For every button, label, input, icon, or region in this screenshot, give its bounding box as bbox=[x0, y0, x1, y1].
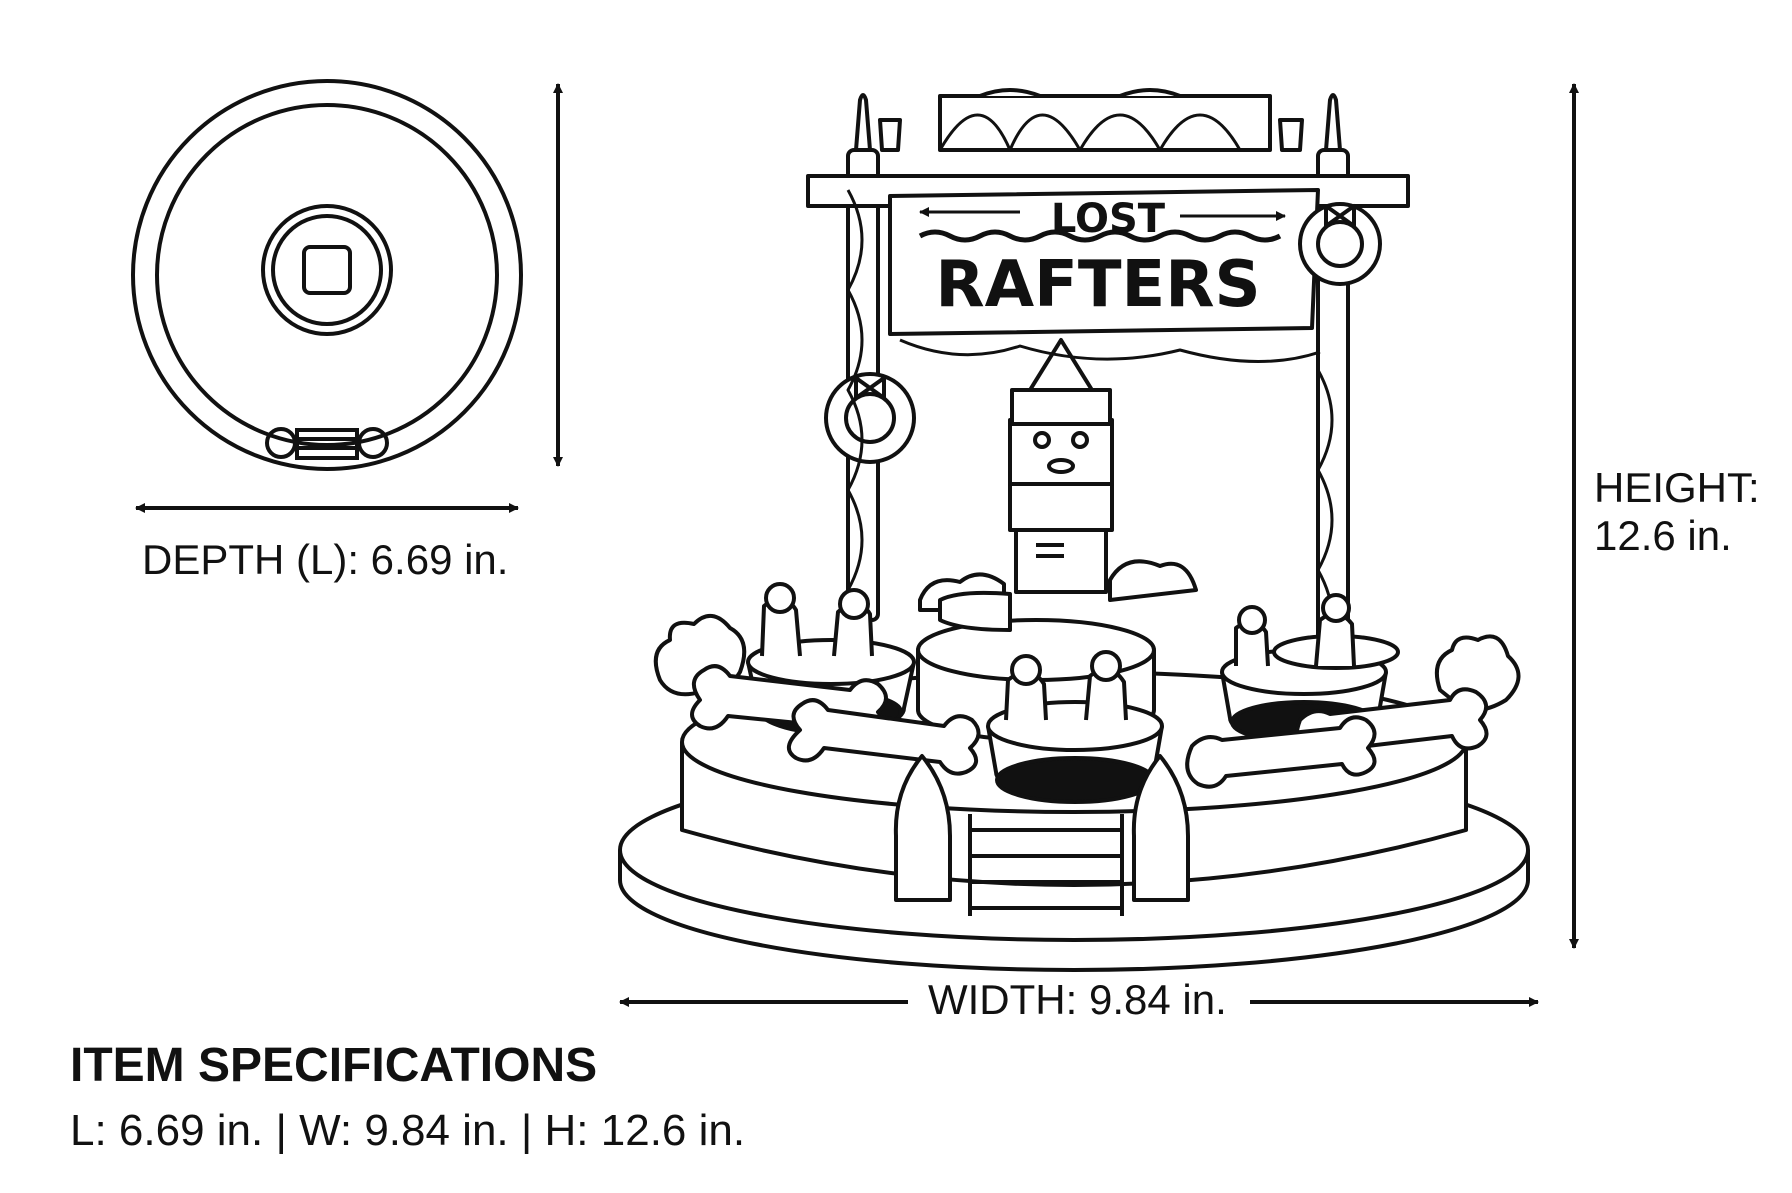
height-label: HEIGHT: 12.6 in. bbox=[1594, 464, 1760, 561]
entry-ladder bbox=[968, 814, 1124, 916]
depth-label: DEPTH (L): 6.69 in. bbox=[142, 536, 509, 583]
raft-tub-center bbox=[986, 650, 1164, 804]
width-label: WIDTH: 9.84 in. bbox=[928, 976, 1227, 1023]
center-hub-outer bbox=[261, 204, 393, 336]
item-specifications-line: L: 6.69 in. | W: 9.84 in. | H: 12.6 in. bbox=[70, 1106, 746, 1155]
bone-decorations bbox=[690, 664, 1489, 789]
base-inner-ring bbox=[155, 103, 499, 447]
snowy-trees bbox=[893, 754, 1190, 902]
totem-figure bbox=[1008, 338, 1114, 594]
sign-board: LOST RAFTERS bbox=[888, 188, 1320, 336]
wreaths bbox=[824, 202, 1382, 464]
item-specifications-heading: ITEM SPECIFICATIONS bbox=[70, 1039, 598, 1092]
sign-text-rafters: RAFTERS bbox=[935, 248, 1260, 322]
height-label-title: HEIGHT: bbox=[1594, 464, 1760, 511]
ride-illustration: LOST RAFTERS bbox=[618, 88, 1530, 972]
center-hub-inner bbox=[271, 214, 383, 326]
base-outer-ring bbox=[131, 79, 523, 471]
center-square bbox=[302, 245, 352, 295]
sign-text-lost: LOST bbox=[1051, 196, 1166, 242]
switch-panel bbox=[295, 428, 359, 460]
height-label-value: 12.6 in. bbox=[1594, 512, 1732, 560]
base-top-view bbox=[131, 79, 523, 471]
